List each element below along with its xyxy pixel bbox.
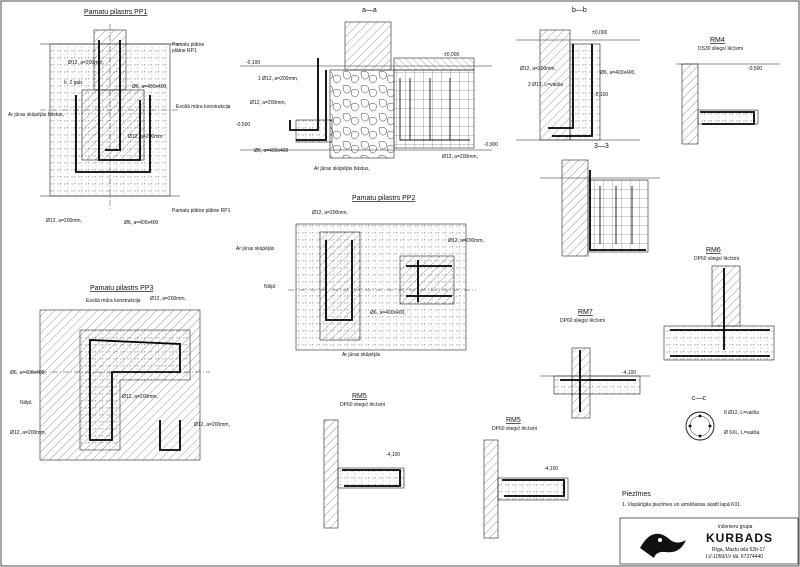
title-block: inženieru grupa KURBADS Rīga, Maztu iela… [619,517,799,565]
svg-text:2 Ø12, L=vaiiša: 2 Ø12, L=vaiiša [528,82,563,88]
detail-rm4: RM4 DS30 sliegs/ lēcīsmi -0,500 [676,37,780,145]
svg-text:Ø6, a=400x400,: Ø6, a=400x400, [10,370,46,376]
notes-line-1: 1. Vispārīgās piezīmes un armēšanas skat… [622,502,741,508]
svg-text:-0,500: -0,500 [236,122,250,128]
title-rm5-a: RM5 [352,393,367,400]
svg-text:Pamatu plātne: Pamatu plātne [172,42,204,48]
company-address-2: LV-1050/LV tāl. 67374440 [706,554,763,560]
title-rm4: RM4 [710,37,725,44]
svg-text:-0,500: -0,500 [748,66,762,72]
svg-text:Ø12, a=200mm,: Ø12, a=200mm, [150,296,186,302]
svg-text:Ø12, a=200mm,: Ø12, a=200mm, [312,210,348,216]
company-address-1: Rīga, Maztu iela 52b-17 [712,547,765,553]
svg-text:Ir, 2 gab.: Ir, 2 gab. [64,80,83,86]
svg-text:Ø12, a=200mm,: Ø12, a=200mm, [10,430,46,436]
svg-text:-4,100: -4,100 [622,370,636,376]
detail-pp3: Pamatu pilastrs PP3 Esošā mūra konstrukc… [10,285,230,461]
svg-text:±0,000: ±0,000 [592,30,607,36]
svg-text:Ar jūras skūpējās būstus,: Ar jūras skūpējās būstus, [8,112,64,118]
svg-text:DP60 sliegs/ lēcīsmi: DP60 sliegs/ lēcīsmi [560,318,605,324]
svg-text:Pamatu plātne plātne RP1: Pamatu plātne plātne RP1 [172,208,231,214]
company-name: KURBADS [706,531,773,545]
svg-text:Esošā mūra konstrukcija: Esošā mūra konstrukcija [86,298,141,304]
svg-text:8 Ø12, L=vaiiša: 8 Ø12, L=vaiiša [724,410,759,416]
section-cc: c—c 8 Ø12, L=vaiiša Ø 6XL, L=vaiiša [685,395,760,441]
detail-rm5-b: RM5 DP60 sliegs/ lēcīsmi -4,100 [483,417,569,539]
svg-text:Ø12, a=200mm,: Ø12, a=200mm, [250,100,286,106]
svg-text:Esošā mūra konstrukcija: Esošā mūra konstrukcija [176,104,231,110]
svg-text:Ø6, a=400x400: Ø6, a=400x400 [254,148,289,154]
svg-text:Ar jūras skūpējās būstus,: Ar jūras skūpējās būstus, [314,166,370,172]
section-bb: b—b ±0,000 -0,100 Ø12, a=200mm, 2 Ø12, L… [516,7,640,141]
detail-rm7: RM7 DP60 sliegs/ lēcīsmi -4,100 [540,309,650,419]
svg-text:DP60 sliegs/ lēcīsmi: DP60 sliegs/ lēcīsmi [492,426,537,432]
svg-text:±0,000: ±0,000 [444,52,459,58]
svg-text:Ø6, a=400x400: Ø6, a=400x400 [124,220,159,226]
svg-text:-4,100: -4,100 [386,452,400,458]
svg-text:DS30 sliegs/ lēcīsmi: DS30 sliegs/ lēcīsmi [698,46,743,52]
title-section-cc: c—c [692,395,707,402]
svg-text:Ø12, a=200mm,: Ø12, a=200mm, [194,422,230,428]
title-rm5-b: RM5 [506,417,521,424]
svg-text:Ar jūras skūpējās: Ar jūras skūpējās [342,352,381,358]
title-section-33: 3—3 [594,143,609,150]
svg-text:DP60 sliegs/ lēcīsmi: DP60 sliegs/ lēcīsmi [340,402,385,408]
company-logo [640,533,686,558]
notes-heading: Piezīmes [622,491,651,498]
svg-text:plātne RP1: plātne RP1 [172,48,197,54]
detail-pp1: Pamatu pilastrs PP1 Pamatu plātne plātne… [8,9,231,226]
company-caption: inženieru grupa [718,524,753,530]
detail-rm5-a: RM5 DP60 sliegs/ lēcīsmi -4,100 [323,393,405,529]
svg-text:Ø12, a=200mm,: Ø12, a=200mm, [122,394,158,400]
title-rm6: RM6 [706,247,721,254]
title-section-bb: b—b [572,7,587,14]
svg-text:DP60 sliegs/ lēcīsmi: DP60 sliegs/ lēcīsmi [694,256,739,262]
svg-text:Ø12, a=200mm,: Ø12, a=200mm, [520,66,556,72]
notes-block: Piezīmes 1. Vispārīgās piezīmes un armēš… [622,491,741,508]
svg-text:1 Ø12, a=200mm,: 1 Ø12, a=200mm, [258,76,298,82]
title-rm7: RM7 [578,309,593,316]
svg-text:-0,900: -0,900 [484,142,498,148]
svg-text:Ø 6XL, L=vaiiša: Ø 6XL, L=vaiiša [724,430,760,436]
svg-text:Ø6, a=400x400,: Ø6, a=400x400, [600,70,636,76]
svg-text:-4,100: -4,100 [544,466,558,472]
svg-text:Ø6, a=400x400,: Ø6, a=400x400, [370,310,406,316]
detail-pp2: Pamatu pilastrs PP2 Ø12, a=200mm, Ø12, a… [236,195,484,358]
svg-text:-0,100: -0,100 [594,92,608,98]
section-aa: a—a -0,100 ±0,000 -0,500 -0,900 1 Ø12, a… [236,7,498,172]
svg-text:Ø12, a=200mm,: Ø12, a=200mm, [442,154,478,160]
detail-rm6: RM6 DP60 sliegs/ lēcīsmi [663,247,775,361]
svg-text:Nišpl.: Nišpl. [264,284,277,290]
title-pp2: Pamatu pilastrs PP2 [352,195,416,202]
svg-text:Ø12, a=200mm,: Ø12, a=200mm, [46,218,82,224]
svg-text:Ø6, a=400x400,: Ø6, a=400x400, [132,84,168,90]
section-33: 3—3 [540,143,660,257]
svg-text:Ar jūras skūpējās: Ar jūras skūpējās [236,246,275,252]
svg-text:Ø12, a=200mm,: Ø12, a=200mm, [68,60,104,66]
title-pp1: Pamatu pilastrs PP1 [84,9,148,16]
svg-text:-0,100: -0,100 [246,60,260,66]
svg-text:Nišpl.: Nišpl. [20,400,33,406]
title-pp3: Pamatu pilastrs PP3 [90,285,154,292]
svg-text:Ø12, a=200mm,: Ø12, a=200mm, [448,238,484,244]
svg-text:Ø12, a=200mm: Ø12, a=200mm [128,134,163,140]
title-section-aa: a—a [362,7,377,14]
